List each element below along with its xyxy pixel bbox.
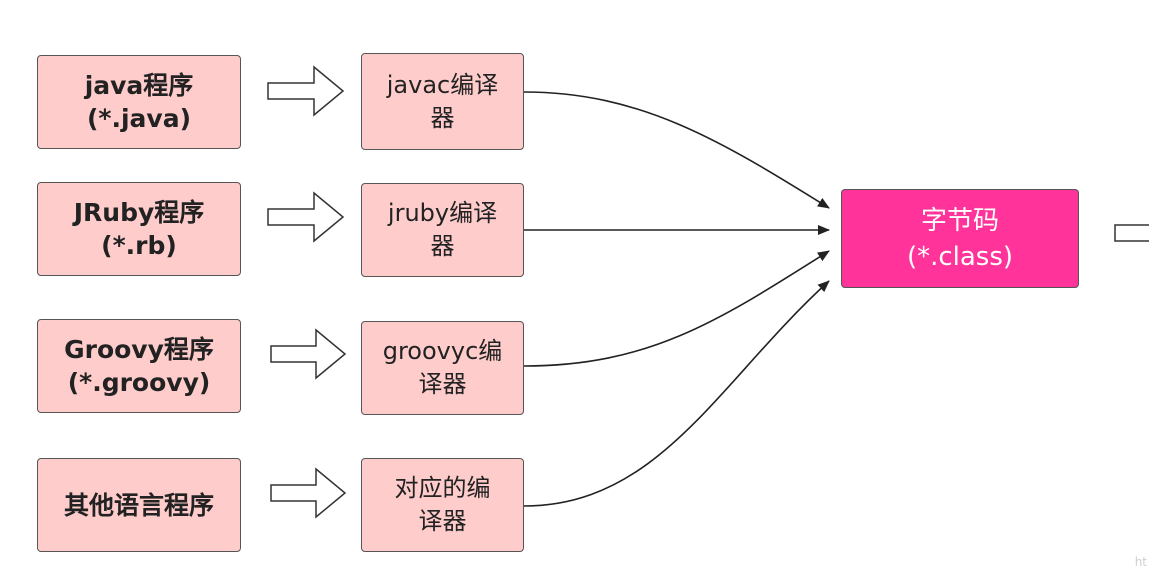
compiler-label-cont: 译器: [418, 370, 467, 398]
source-label: JRuby程序: [73, 198, 205, 227]
source-box-java: java程序 (*.java): [37, 55, 241, 149]
compiler-box-groovyc: groovyc编 译器: [361, 321, 524, 415]
connector-javac: [523, 91, 830, 209]
compiler-box-jruby: jruby编译 器: [361, 183, 524, 277]
hollow-arrow-icon: [1114, 224, 1149, 242]
watermark: ht: [1134, 555, 1147, 569]
source-extension: (*.groovy): [67, 368, 211, 397]
source-box-groovy: Groovy程序 (*.groovy): [37, 319, 241, 413]
connector-other: [523, 280, 830, 507]
source-extension: (*.rb): [101, 231, 177, 260]
source-label: Groovy程序: [64, 335, 214, 364]
hollow-arrow-icon: [270, 328, 347, 380]
hollow-arrow-icon: [267, 65, 345, 117]
source-box-other: 其他语言程序: [37, 458, 241, 552]
bytecode-label: 字节码: [920, 205, 999, 236]
compiler-box-other: 对应的编 译器: [361, 458, 524, 552]
compiler-label-cont: 器: [430, 232, 455, 260]
compiler-label: groovyc编: [382, 337, 503, 365]
compiler-label: 对应的编: [394, 474, 491, 502]
compiler-box-javac: javac编译 器: [361, 53, 524, 150]
hollow-arrow-icon: [270, 467, 347, 519]
source-box-jruby: JRuby程序 (*.rb): [37, 182, 241, 276]
source-extension: (*.java): [86, 104, 192, 133]
connector-groovyc: [523, 250, 830, 367]
bytecode-extension: (*.class): [906, 241, 1014, 272]
compiler-label: jruby编译: [387, 199, 498, 227]
bytecode-box: 字节码 (*.class): [841, 189, 1079, 288]
hollow-arrow-icon: [267, 191, 345, 243]
compiler-label: javac编译: [386, 70, 499, 99]
compiler-label-cont: 器: [430, 103, 455, 132]
source-label: java程序: [84, 71, 194, 100]
source-label: 其他语言程序: [63, 490, 214, 520]
compiler-label-cont: 译器: [418, 507, 467, 535]
